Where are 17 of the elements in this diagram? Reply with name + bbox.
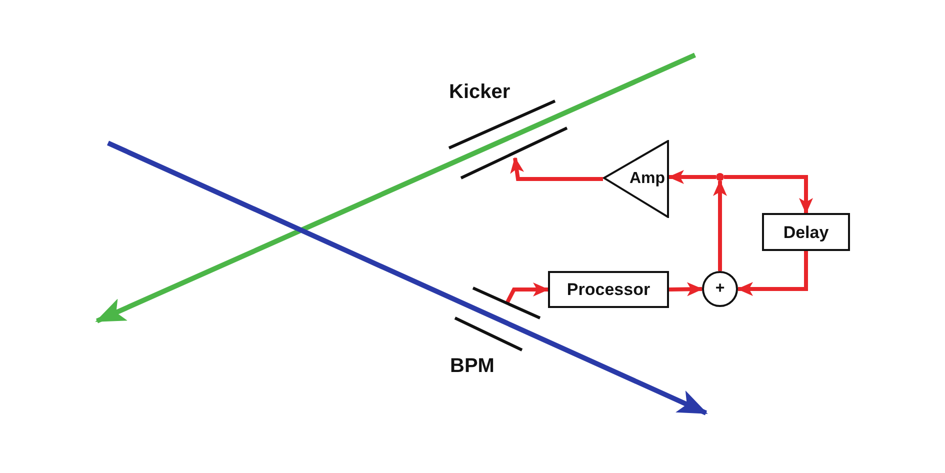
- node-label: Kicker: [449, 81, 510, 103]
- node-label: Delay: [783, 224, 829, 240]
- process-box: [762, 213, 850, 251]
- signal-arrow: [505, 282, 549, 304]
- signal-arrow: [668, 282, 703, 296]
- signal-arrow: [510, 157, 603, 181]
- signal-arrow: [713, 180, 727, 271]
- signal-arrow: [668, 170, 716, 184]
- signal-arrow: [737, 251, 808, 296]
- summing-junction: [702, 271, 738, 307]
- node-label: BPM: [450, 355, 494, 377]
- node-label: Processor: [566, 281, 650, 298]
- process-box: [548, 271, 669, 308]
- node-label: +: [715, 281, 725, 297]
- signal-arrow: [724, 175, 813, 214]
- node-label: Amp: [629, 171, 665, 187]
- amplifier-triangle: [603, 140, 669, 218]
